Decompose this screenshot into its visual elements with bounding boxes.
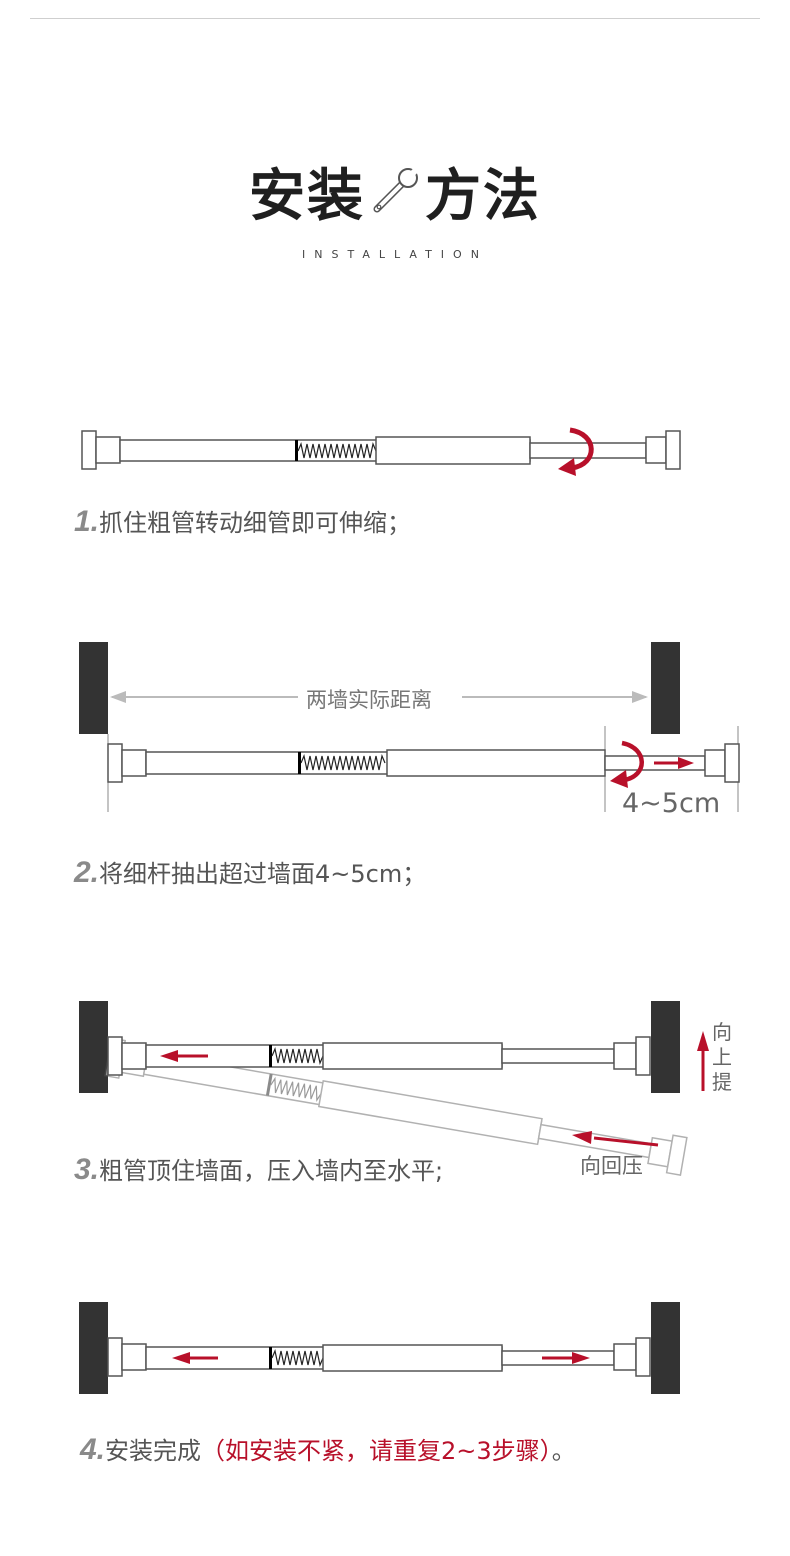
end-cap-right xyxy=(635,1337,651,1377)
inner-tube xyxy=(322,1042,503,1070)
wrench-icon xyxy=(373,164,422,213)
spring xyxy=(297,442,377,459)
left-arrow-head xyxy=(172,1352,190,1364)
right-arrow-head xyxy=(572,1352,590,1364)
end-cap-left xyxy=(107,1337,123,1377)
spring-end xyxy=(269,1045,272,1067)
end-cap-left xyxy=(81,430,97,470)
step2-diagram xyxy=(79,642,740,812)
end-cap-right-inner xyxy=(645,436,667,464)
rotate-arrow-head xyxy=(610,770,628,788)
end-cap-left-inner xyxy=(95,436,121,464)
extend-length-label: 4~5cm xyxy=(622,788,721,819)
step-3: 3.粗管顶住墙面，压入墙内至水平; xyxy=(74,1154,443,1187)
end-cap-right xyxy=(724,743,740,783)
step-number: 4. xyxy=(80,1433,106,1466)
extend-arrow-head xyxy=(678,757,694,769)
wall-left xyxy=(79,1302,108,1394)
page-title: 安装 方法 xyxy=(0,162,790,232)
push-back-arrow-icon xyxy=(593,1136,659,1147)
rotate-arrow-icon xyxy=(569,427,594,471)
dimension-arrow-right xyxy=(632,691,648,703)
step3-diagram xyxy=(79,1001,709,1176)
end-cap-left-inner xyxy=(121,1042,147,1070)
wall-right xyxy=(651,1001,680,1093)
step-text: 抓住粗管转动细管即可伸缩； xyxy=(99,509,412,537)
step-1: 1.抓住粗管转动细管即可伸缩； xyxy=(74,506,411,539)
inner-tube xyxy=(375,436,531,465)
step-text: 将细杆抽出超过墙面4~5cm； xyxy=(99,860,427,888)
wall-right xyxy=(651,1302,680,1394)
lift-up-arrow-head xyxy=(697,1031,709,1051)
push-back-label: 向回压 xyxy=(580,1154,643,1178)
spring-end xyxy=(269,1347,272,1369)
step-tail: 。 xyxy=(551,1437,576,1465)
spring xyxy=(271,1047,324,1065)
wall-left xyxy=(79,1001,108,1093)
page-subtitle: INSTALLATION xyxy=(302,248,488,261)
rotate-arrow-icon xyxy=(621,740,644,783)
tilted-rod xyxy=(104,1037,688,1176)
inner-tube xyxy=(322,1344,503,1372)
rotate-arrow-head xyxy=(558,458,576,476)
lift-up-label: 向上提 xyxy=(712,1020,732,1094)
end-cap-right xyxy=(665,430,681,470)
spring-end xyxy=(295,440,298,461)
end-cap-left xyxy=(107,1036,123,1076)
dimension-arrow-left xyxy=(110,691,126,703)
spring xyxy=(300,754,386,771)
step-number: 2. xyxy=(74,856,100,889)
title-part-2: 方法 xyxy=(425,164,541,229)
end-cap-right-inner xyxy=(704,749,726,777)
step-4: 4.安装完成（如安装不紧，请重复2~3步骤）。 xyxy=(80,1434,576,1467)
end-cap-right xyxy=(635,1036,651,1076)
wall-left xyxy=(79,642,108,734)
end-cap-right-inner xyxy=(613,1343,637,1371)
step-text: 安装完成 xyxy=(105,1437,202,1465)
spring-end xyxy=(298,752,301,774)
thin-tube xyxy=(501,1048,615,1064)
step-text: 粗管顶住墙面，压入墙内至水平; xyxy=(99,1157,444,1185)
end-cap-right-inner xyxy=(613,1042,637,1070)
wall-right xyxy=(651,642,680,734)
inner-tube xyxy=(386,749,606,777)
end-cap-left-inner xyxy=(121,749,147,777)
step-note: （如安装不紧，请重复2~3步骤） xyxy=(201,1437,552,1465)
spring xyxy=(271,1349,324,1367)
wall-distance-label: 两墙实际距离 xyxy=(306,688,432,712)
end-cap-left-inner xyxy=(121,1343,147,1371)
top-divider xyxy=(30,18,760,19)
step-number: 3. xyxy=(74,1153,100,1186)
title-part-1: 安装 xyxy=(249,164,365,229)
step-2: 2.将细杆抽出超过墙面4~5cm； xyxy=(74,857,426,890)
push-left-arrow-head xyxy=(160,1050,178,1062)
end-cap-left xyxy=(107,743,123,783)
step-number: 1. xyxy=(74,505,100,538)
step4-diagram xyxy=(79,1302,680,1394)
step1-diagram xyxy=(81,427,681,476)
push-back-arrow-head xyxy=(572,1131,592,1144)
